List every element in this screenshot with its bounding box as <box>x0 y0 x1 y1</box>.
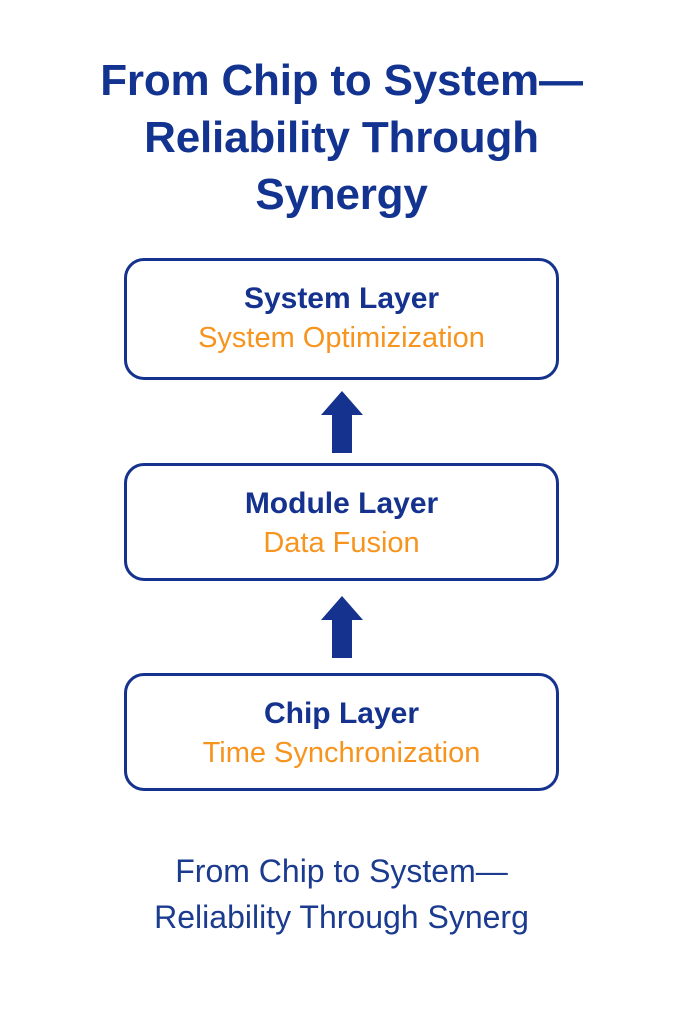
layer-subtitle-module: Data Fusion <box>263 527 420 559</box>
layer-box-chip[interactable]: Chip Layer Time Synchronization <box>124 673 559 791</box>
arrow-up-icon <box>320 390 363 453</box>
layer-title-module: Module Layer <box>244 487 439 520</box>
layer-subtitle-chip: Time Synchronization <box>202 737 481 769</box>
layer-subtitle-system: System Optimizization <box>198 322 485 354</box>
layer-stack: System Layer System Optimizization Modul… <box>124 258 559 791</box>
figure-caption: From Chip to System— Reliability Through… <box>154 853 529 935</box>
layer-title-chip: Chip Layer <box>263 697 420 730</box>
layer-box-module[interactable]: Module Layer Data Fusion <box>124 463 559 581</box>
arrow-up-icon <box>320 596 363 658</box>
connector-module-to-system <box>124 380 559 463</box>
connector-chip-to-module <box>124 581 559 673</box>
page-title: From Chip to System— Reliability Through… <box>100 56 583 219</box>
layer-title-system: System Layer <box>243 282 440 315</box>
layer-box-system[interactable]: System Layer System Optimizization <box>124 258 559 380</box>
